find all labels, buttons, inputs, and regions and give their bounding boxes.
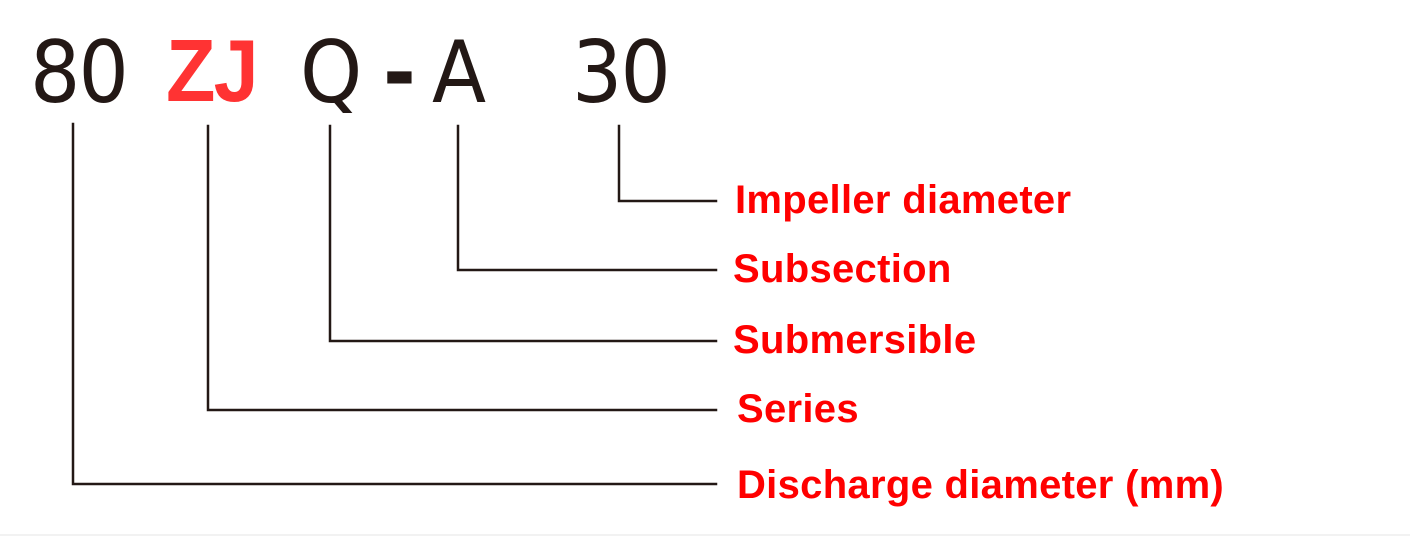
label-submersible: Submersible	[733, 318, 977, 362]
label-impeller-diameter: Impeller diameter	[735, 178, 1072, 222]
code-segment-impeller-diameter: 30	[572, 23, 671, 123]
code-segment-dash: -	[383, 23, 416, 123]
bottom-divider	[0, 534, 1410, 536]
label-discharge-diameter: Discharge diameter (mm)	[737, 463, 1225, 507]
code-segment-submersible: Q	[300, 23, 362, 123]
connector-series	[206, 124, 718, 412]
label-series: Series	[737, 387, 859, 431]
connector-discharge-diameter	[71, 122, 718, 486]
connector-impeller-diameter	[617, 124, 718, 203]
code-segment-subsection: A	[432, 23, 486, 123]
code-segment-series: ZJ	[166, 21, 259, 120]
label-subsection: Subsection	[733, 247, 952, 291]
code-segment-discharge-diameter: 80	[30, 23, 129, 123]
connector-subsection	[456, 124, 718, 272]
connector-submersible	[328, 124, 718, 343]
